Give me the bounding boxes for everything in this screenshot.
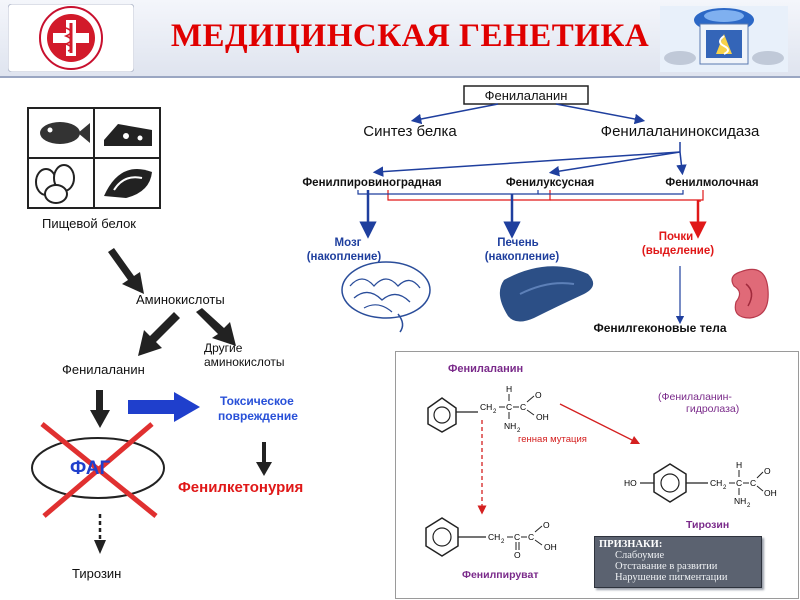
chem-tyrosine-label: Тирозин bbox=[686, 519, 729, 531]
atom-sub2-2: 2 bbox=[517, 428, 521, 434]
liver-picture bbox=[499, 266, 594, 322]
atom-ho: HO bbox=[624, 478, 637, 488]
kidney-label-1: Почки bbox=[659, 231, 694, 243]
phenylpyruvate-structure bbox=[425, 517, 486, 557]
pathway-phenylalanine-label: Фенилаланин bbox=[485, 88, 568, 103]
header-bar: МЕДИЦИНСКАЯ ГЕНЕТИКА bbox=[0, 0, 800, 78]
other-amino-label-2: аминокислоты bbox=[204, 355, 285, 369]
atom-nh2-2: NH bbox=[734, 496, 746, 506]
medicine-bottle-picture bbox=[660, 6, 788, 72]
blue-connector-lines bbox=[357, 190, 684, 195]
amino-acids-label: Аминокислоты bbox=[136, 292, 225, 307]
dashed-arrow-to-tyrosine bbox=[94, 514, 106, 554]
oxidase-label: Фенилаланиноксидаза bbox=[601, 123, 760, 140]
pyruvic-acid-label: Фенилпировиноградная bbox=[302, 177, 441, 189]
brain-label-1: Мозг bbox=[335, 237, 362, 249]
kidney-label-2: (выделение) bbox=[642, 245, 714, 257]
atom-c-5: C bbox=[514, 532, 520, 542]
phenylalanine-label: Фенилаланин bbox=[62, 362, 145, 377]
kidney-picture bbox=[731, 268, 769, 319]
food-picture bbox=[27, 107, 161, 209]
gene-mutation-label: генная мутация bbox=[518, 434, 587, 445]
college-logo bbox=[8, 4, 134, 72]
tyrosine-label: Тирозин bbox=[72, 566, 121, 581]
phenylalanine-box bbox=[463, 85, 589, 105]
arrow-food-to-amino bbox=[108, 248, 144, 294]
atom-c-3: C bbox=[736, 478, 742, 488]
atom-c-2: C bbox=[520, 402, 526, 412]
atom-o-2: O bbox=[764, 466, 771, 476]
arrow-amino-to-other bbox=[196, 308, 236, 346]
sign-item-3: Нарушение пигментации bbox=[615, 572, 728, 583]
chem-phenylpyruvate-label: Фенилпируват bbox=[462, 569, 538, 581]
atom-sub2-5: 2 bbox=[501, 539, 505, 545]
food-protein-label: Пищевой белок bbox=[42, 216, 136, 231]
atom-oh-3: OH bbox=[544, 542, 557, 552]
atom-c-4: C bbox=[750, 478, 756, 488]
atom-ch2-3: CH bbox=[488, 532, 500, 542]
pku-label: Фенилкетонурия bbox=[178, 479, 303, 496]
phenylalanine-structure bbox=[427, 397, 478, 433]
chem-phenylalanine-label: Фенилаланин bbox=[448, 363, 523, 375]
enzyme-blocked bbox=[31, 422, 165, 518]
blue-arrow-toxic bbox=[128, 392, 200, 422]
atom-o-3: O bbox=[514, 550, 521, 560]
sign-item-2: Отставание в развитии bbox=[615, 561, 718, 572]
red-connector-lines bbox=[387, 190, 704, 202]
toxic-damage-label-2: повреждение bbox=[218, 409, 298, 423]
other-amino-label-1: Другие bbox=[204, 341, 243, 355]
atom-ch2-1: CH bbox=[480, 402, 492, 412]
atom-ch2-2: CH bbox=[710, 478, 722, 488]
phenylalanine-pathway-diagram: Фенилаланин Синтез белка Фенилаланинокси… bbox=[302, 85, 769, 335]
atom-oh-1: OH bbox=[536, 412, 549, 422]
atom-o-1: O bbox=[535, 390, 542, 400]
hydroxylase-label-2: гидролаза) bbox=[686, 403, 739, 415]
lactic-acid-label: Фенилмолочная bbox=[665, 177, 758, 189]
arrow-phenylalanine-to-enzyme bbox=[90, 390, 110, 428]
left-metabolism-scheme: Пищевой белок Аминокислоты Другие аминок… bbox=[27, 107, 303, 581]
liver-label-1: Печень bbox=[497, 237, 538, 249]
brain-label-2: (накопление) bbox=[307, 251, 382, 263]
atom-oh-2: OH bbox=[764, 488, 777, 498]
atom-c-6: C bbox=[528, 532, 534, 542]
arrow-amino-to-phenylalanine bbox=[138, 312, 180, 356]
atom-sub2-1: 2 bbox=[493, 409, 497, 415]
enzyme-label: ФАГ bbox=[70, 458, 110, 479]
ketone-bodies-label: Фенилгеконовые тела bbox=[593, 321, 726, 335]
acetic-acid-label: Фенилуксусная bbox=[506, 177, 594, 189]
atom-sub2-3: 2 bbox=[723, 485, 727, 491]
liver-label-2: (накопление) bbox=[485, 251, 560, 263]
atom-c-1: C bbox=[506, 402, 512, 412]
mutation-arrow bbox=[559, 403, 641, 445]
toxic-damage-label-1: Токсическое bbox=[220, 394, 294, 408]
signs-box: ПРИЗНАКИ: Слабоумие Отставание в развити… bbox=[594, 536, 762, 588]
atom-h-2: H bbox=[736, 460, 742, 470]
atom-nh2-1: NH bbox=[504, 421, 516, 431]
atom-h-1: H bbox=[506, 384, 512, 394]
atom-o-4: O bbox=[543, 520, 550, 530]
chemical-reaction-scheme: Фенилаланин CH 2 C C H NH 2 O OH (Фенила… bbox=[425, 363, 777, 581]
hydroxylase-label-1: (Фенилаланин- bbox=[658, 391, 732, 403]
arrow-to-pku bbox=[256, 442, 272, 476]
sign-item-1: Слабоумие bbox=[615, 550, 665, 561]
atom-sub2-4: 2 bbox=[747, 503, 751, 509]
signs-heading: ПРИЗНАКИ: bbox=[599, 539, 663, 550]
protein-synthesis-label: Синтез белка bbox=[363, 123, 457, 140]
page-title: МЕДИЦИНСКАЯ ГЕНЕТИКА bbox=[170, 18, 650, 54]
tyrosine-structure bbox=[640, 463, 708, 503]
brain-picture bbox=[341, 261, 431, 333]
